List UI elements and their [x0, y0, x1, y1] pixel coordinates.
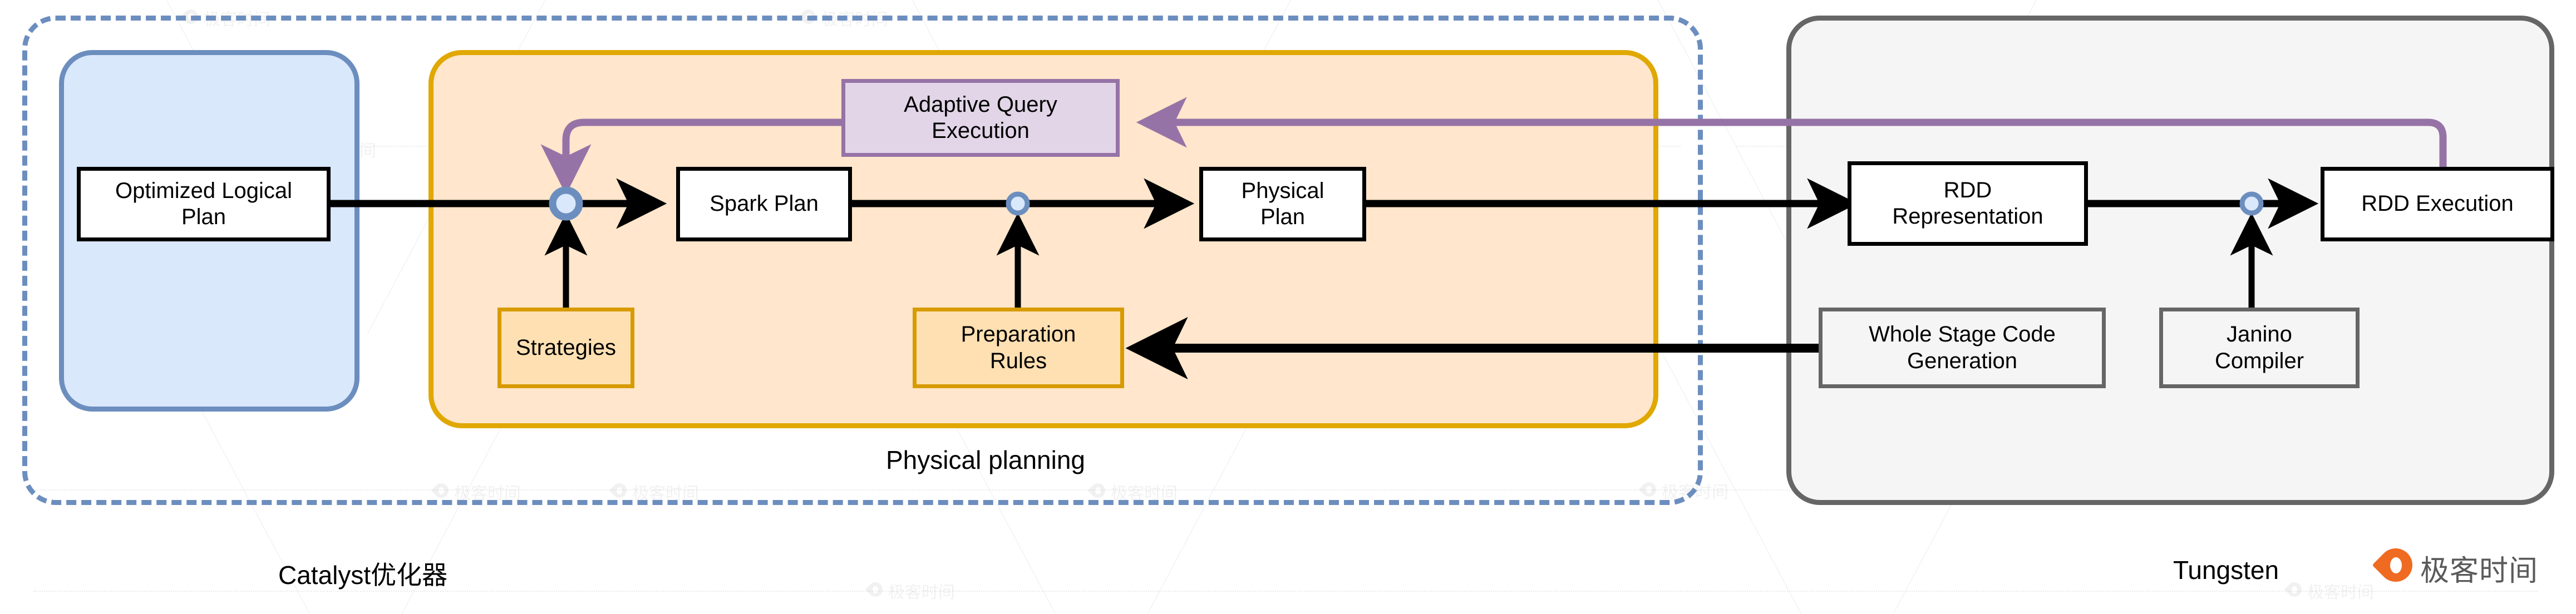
label-tungsten: Tungsten [2173, 556, 2279, 585]
node-physical-plan[interactable]: Physical Plan [1199, 167, 1366, 241]
label-physical-planning: Physical planning [886, 445, 1086, 474]
container-catalyst-optimizer [22, 16, 1703, 505]
watermark: 极客时间 [868, 578, 955, 603]
node-preparation-rules[interactable]: Preparation Rules [913, 308, 1124, 388]
node-rdd-representation[interactable]: RDD Representation [1848, 161, 2088, 246]
node-spark-plan[interactable]: Spark Plan [676, 167, 852, 241]
node-rdd-execution[interactable]: RDD Execution [2321, 167, 2554, 241]
geektime-pin-icon [2379, 548, 2412, 588]
watermark: 极客时间 [2287, 578, 2374, 603]
container-tungsten [1786, 16, 2554, 505]
node-strategies[interactable]: Strategies [498, 308, 634, 388]
label-catalyst-optimizer: Catalyst优化器 [278, 561, 448, 590]
brand-logo-text: 极客时间 [2420, 555, 2539, 587]
node-janino-compiler[interactable]: Janino Compiler [2159, 308, 2360, 388]
node-optimized-logical-plan[interactable]: Optimized Logical Plan [77, 167, 331, 241]
node-adaptive-query-execution[interactable]: Adaptive Query Execution [841, 79, 1120, 157]
node-whole-stage-code-generation[interactable]: Whole Stage Code Generation [1819, 308, 2106, 388]
brand-logo: 极客时间 [2379, 547, 2538, 589]
